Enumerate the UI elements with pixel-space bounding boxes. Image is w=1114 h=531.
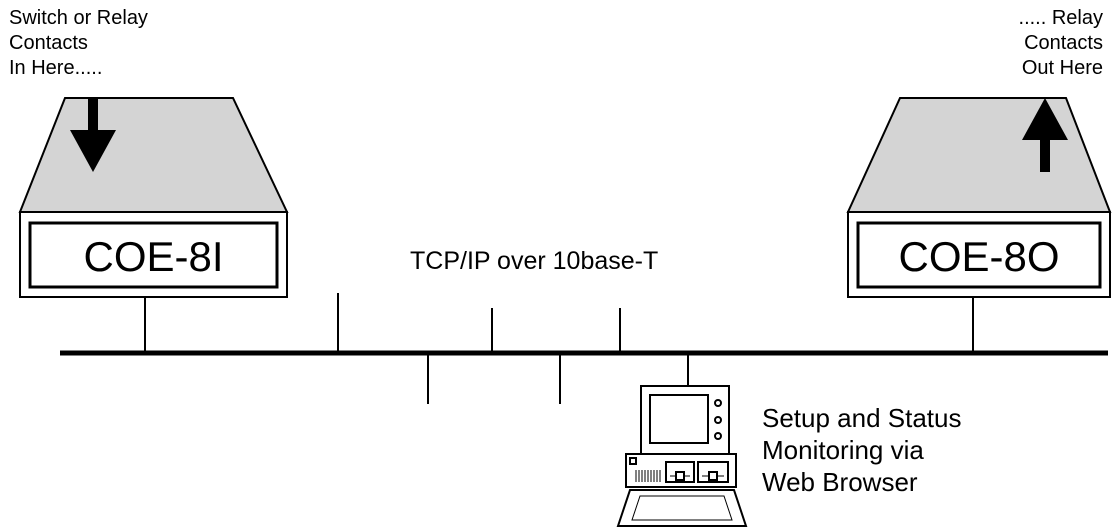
- output-note-line: ..... Relay: [1018, 7, 1103, 29]
- input-note-line: In Here.....: [9, 57, 103, 79]
- output-note: ..... Relay Contacts Out Here: [1019, 6, 1103, 81]
- output-module-top: [846, 97, 1112, 213]
- output-module-device: [846, 97, 1112, 353]
- network-label: TCP/IP over 10base-T: [410, 247, 659, 275]
- computer-note: Setup and Status Monitoring via Web Brow…: [762, 402, 961, 498]
- up-arrow-icon: [1022, 98, 1068, 172]
- output-note-line: Out Here: [1021, 57, 1103, 79]
- input-module-device: [18, 97, 289, 353]
- computer-note-line: Web Browser: [762, 467, 918, 497]
- input-module-name: COE-8I: [83, 233, 224, 280]
- output-note-line: Contacts: [1024, 32, 1103, 54]
- output-module-name: COE-8O: [898, 233, 1060, 280]
- computer-note-line: Monitoring via: [762, 435, 924, 465]
- down-arrow-icon: [70, 98, 116, 172]
- input-module-top: [18, 97, 289, 213]
- computer-icon: [616, 385, 748, 527]
- input-note-line: Switch or Relay: [9, 7, 148, 29]
- input-module-label-frame: [28, 221, 279, 289]
- input-note: Switch or Relay Contacts In Here.....: [9, 6, 148, 81]
- input-note-line: Contacts: [9, 32, 88, 54]
- output-module-label-frame: [856, 221, 1102, 289]
- computer-note-line: Setup and Status: [762, 403, 962, 433]
